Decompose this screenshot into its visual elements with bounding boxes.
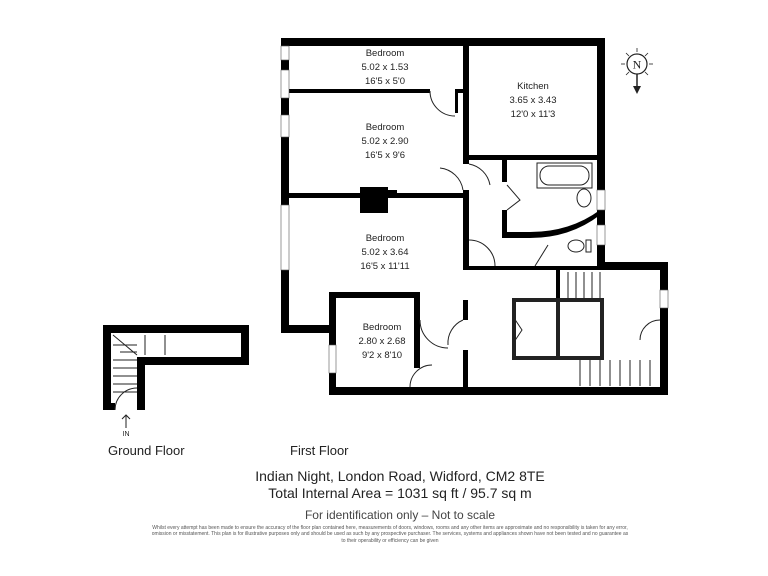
compass-label: N bbox=[633, 58, 642, 72]
room-bedroom-1: Bedroom 5.02 x 1.53 16'5 x 5'0 bbox=[361, 48, 408, 87]
total-area: Total Internal Area = 1031 sq ft / 95.7 … bbox=[268, 485, 532, 501]
room-bedroom-2: Bedroom 5.02 x 2.90 16'5 x 9'6 bbox=[361, 122, 408, 161]
doors bbox=[409, 90, 661, 388]
room-name: Bedroom bbox=[366, 48, 405, 59]
address: Indian Night, London Road, Widford, CM2 … bbox=[255, 468, 545, 484]
room-name: Bedroom bbox=[366, 122, 405, 133]
entrance-arrow-icon bbox=[121, 414, 131, 428]
ground-floor-walls: IN bbox=[103, 325, 249, 438]
north-compass-icon: N bbox=[621, 48, 653, 94]
room-kitchen: Kitchen 3.65 x 3.43 12'0 x 11'3 bbox=[509, 81, 556, 120]
room-name: Kitchen bbox=[517, 81, 549, 92]
entrance-label: IN bbox=[123, 431, 130, 438]
fixtures bbox=[536, 162, 651, 386]
room-imperial: 16'5 x 11'11 bbox=[360, 261, 409, 272]
first-floor-label: First Floor bbox=[290, 443, 349, 458]
room-metric: 5.02 x 3.64 bbox=[361, 247, 408, 258]
ground-floor-label: Ground Floor bbox=[108, 443, 185, 458]
room-metric: 5.02 x 1.53 bbox=[361, 62, 408, 73]
room-metric: 2.80 x 2.68 bbox=[358, 336, 405, 347]
room-name: Bedroom bbox=[366, 233, 405, 244]
disclaimer: Whilst every attempt has been made to en… bbox=[151, 525, 629, 544]
room-imperial: 16'5 x 9'6 bbox=[365, 150, 405, 161]
stairs bbox=[567, 272, 651, 386]
first-floor-walls bbox=[280, 38, 669, 395]
identification-note: For identification only – Not to scale bbox=[304, 508, 496, 522]
room-bedroom-4: Bedroom 2.80 x 2.68 9'2 x 8'10 bbox=[358, 322, 405, 361]
room-metric: 5.02 x 2.90 bbox=[361, 136, 408, 147]
room-name: Bedroom bbox=[363, 322, 402, 333]
room-imperial: 16'5 x 5'0 bbox=[365, 76, 405, 87]
room-bedroom-3: Bedroom 5.02 x 3.64 16'5 x 11'11 bbox=[360, 233, 409, 272]
room-imperial: 12'0 x 11'3 bbox=[511, 109, 556, 120]
room-metric: 3.65 x 3.43 bbox=[509, 95, 556, 106]
room-imperial: 9'2 x 8'10 bbox=[362, 350, 402, 361]
